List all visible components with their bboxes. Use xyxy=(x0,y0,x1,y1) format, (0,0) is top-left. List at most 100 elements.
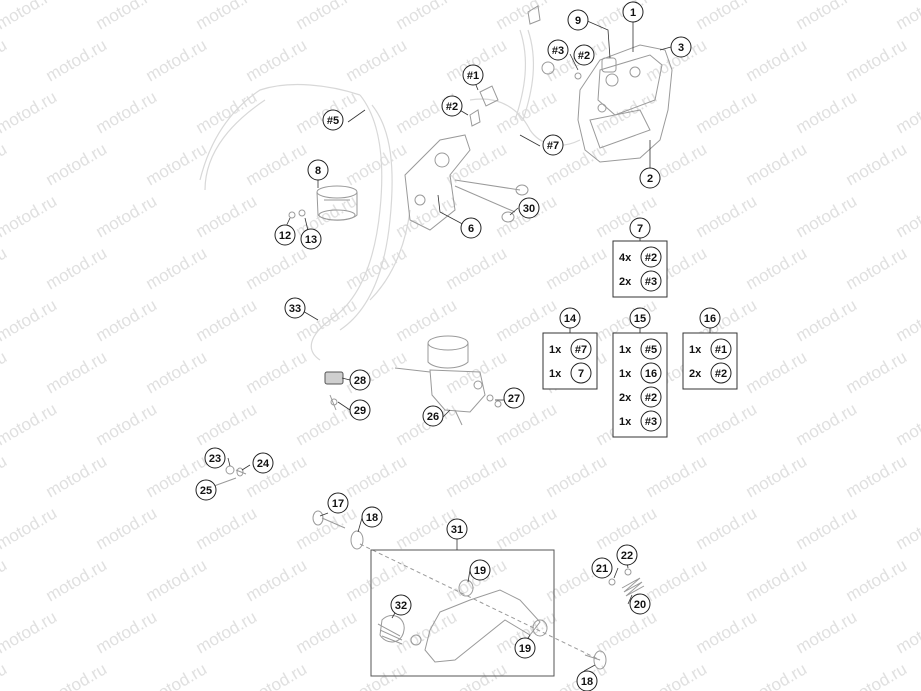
faint-hoses xyxy=(199,29,581,361)
callout-c23: 23 xyxy=(204,447,226,469)
watermark-text: motod.ru xyxy=(243,35,311,85)
callout-circle xyxy=(518,197,540,219)
watermark-text: motod.ru xyxy=(0,451,10,501)
watermark-text: motod.ru xyxy=(843,35,911,85)
callout-c29: 29 xyxy=(349,399,371,421)
kit-row-part: #1 xyxy=(715,344,727,356)
callout-circle xyxy=(204,447,226,469)
callout-label: 29 xyxy=(354,405,366,417)
watermark-text: motod.ru xyxy=(43,659,111,691)
kit-row-part-circle xyxy=(570,362,592,384)
watermark-text: motod.ru xyxy=(193,295,261,345)
callout-label: 20 xyxy=(634,599,646,611)
callout-c27: 27 xyxy=(503,387,525,409)
watermark-text: motod.ru xyxy=(743,451,811,501)
callout-label: 30 xyxy=(523,203,535,215)
watermark-text: motod.ru xyxy=(893,0,921,33)
callout-circle xyxy=(349,399,371,421)
kit-frame xyxy=(682,332,738,390)
watermark-text: motod.ru xyxy=(0,0,60,33)
watermark-text: motod.ru xyxy=(843,555,911,605)
kit-row-part-circle xyxy=(640,362,662,384)
callout-c7: 7 xyxy=(629,217,651,239)
watermark-text: motod.ru xyxy=(0,399,60,449)
watermark-text: motod.ru xyxy=(293,607,361,657)
kit-frame xyxy=(542,332,598,390)
callout-circle xyxy=(284,297,306,319)
callout-c22: 22 xyxy=(616,544,638,566)
watermark-text: motod.ru xyxy=(793,295,861,345)
kit-row-part-circle xyxy=(710,362,732,384)
callout-label: #7 xyxy=(547,140,559,152)
watermark-text: motod.ru xyxy=(893,295,921,345)
watermark-text: motod.ru xyxy=(893,607,921,657)
callout-h7: #7 xyxy=(542,134,564,156)
callout-circle xyxy=(514,637,536,659)
callout-c16: 16 xyxy=(699,307,721,329)
callout-label: 2 xyxy=(647,173,653,185)
callout-label: 32 xyxy=(395,600,407,612)
watermark-text: motod.ru xyxy=(43,555,111,605)
callout-circle xyxy=(591,557,613,579)
watermark-text: motod.ru xyxy=(393,0,461,33)
callout-label: #3 xyxy=(552,45,564,57)
callout-label: #5 xyxy=(327,115,339,127)
watermark-text: motod.ru xyxy=(693,503,761,553)
watermark-text: motod.ru xyxy=(143,555,211,605)
callout-label: 13 xyxy=(305,234,317,246)
watermark-text: motod.ru xyxy=(843,347,911,397)
watermark-text: motod.ru xyxy=(93,0,161,33)
watermark-text: motod.ru xyxy=(143,347,211,397)
watermark-text: motod.ru xyxy=(393,191,461,241)
watermark-text: motod.ru xyxy=(843,659,911,691)
callout-circle xyxy=(274,224,296,246)
callout-label: 15 xyxy=(634,313,646,325)
kit-row-qty: 1x xyxy=(619,416,632,428)
watermark-text: motod.ru xyxy=(0,347,10,397)
callout-c14: 14 xyxy=(559,307,581,329)
watermark-text: motod.ru xyxy=(193,87,261,137)
watermark-text: motod.ru xyxy=(393,399,461,449)
callout-label: 27 xyxy=(508,393,520,405)
callout-circle xyxy=(573,44,595,66)
watermark-text: motod.ru xyxy=(143,35,211,85)
kit-box-7: 4x#22x#3 xyxy=(612,238,668,298)
callout-c33: 33 xyxy=(284,297,306,319)
watermark-text: motod.ru xyxy=(193,607,261,657)
callout-circle xyxy=(441,95,463,117)
watermark-text: motod.ru xyxy=(0,295,60,345)
kit-row-part: #5 xyxy=(645,344,657,356)
callout-h2b: #2 xyxy=(573,44,595,66)
watermark-text: motod.ru xyxy=(143,243,211,293)
watermark-text: motod.ru xyxy=(793,0,861,33)
watermark-text: motod.ru xyxy=(193,399,261,449)
callout-label: 22 xyxy=(621,550,633,562)
bracket-drawing xyxy=(404,85,529,231)
watermark-text: motod.ru xyxy=(93,503,161,553)
watermark-text: motod.ru xyxy=(93,607,161,657)
watermark-text: motod.ru xyxy=(93,87,161,137)
callout-label: 16 xyxy=(704,313,716,325)
kit-row-part: #2 xyxy=(715,368,727,380)
callout-circle xyxy=(542,134,564,156)
watermark-text: motod.ru xyxy=(493,399,561,449)
watermark-text: motod.ru xyxy=(843,243,911,293)
bolt-drawing xyxy=(213,465,247,487)
callout-c6: 6 xyxy=(460,217,482,239)
watermark-text: motod.ru xyxy=(793,607,861,657)
callout-label: 23 xyxy=(209,453,221,465)
watermark-text: motod.ru xyxy=(0,503,60,553)
return-spring-drawing xyxy=(608,568,645,597)
callout-circle xyxy=(307,159,329,181)
callout-c18b: 18 xyxy=(576,670,598,691)
watermark-text: motod.ru xyxy=(0,87,60,137)
leader-lines xyxy=(205,19,672,672)
callout-label: 6 xyxy=(468,223,474,235)
kit-row-part-circle xyxy=(640,338,662,360)
callout-circle xyxy=(629,593,651,615)
watermark-text: motod.ru xyxy=(743,243,811,293)
kit-row-part-circle xyxy=(640,270,662,292)
callout-label: 12 xyxy=(279,230,291,242)
callout-label: 18 xyxy=(366,512,378,524)
